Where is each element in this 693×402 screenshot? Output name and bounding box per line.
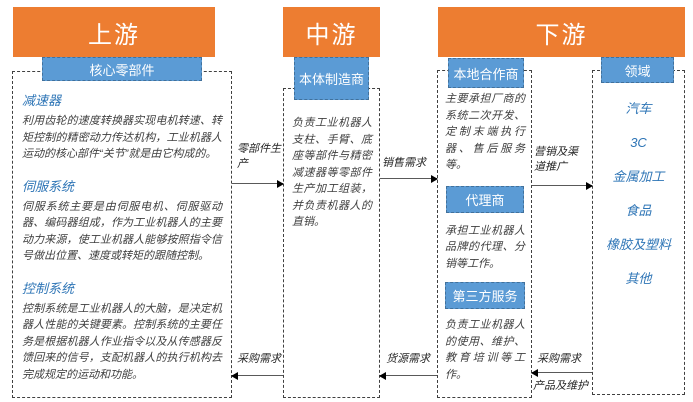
- sales-demand-arrow: [380, 174, 438, 183]
- products-maintenance-label: 产品及维护: [533, 380, 588, 392]
- agent-label: 代理商: [446, 185, 524, 213]
- core-components-label: 核心零部件: [42, 57, 202, 81]
- midstream-header: 中游: [283, 7, 380, 57]
- fields-box: [592, 70, 685, 395]
- upstream-box: 减速器 利用齿轮的速度转换器实现电机转速、转矩控制的精密动力传达机构，工业机器人…: [12, 71, 232, 398]
- marketing-arrow: [532, 181, 593, 190]
- servo-body: 伺服系统主要是由伺服电机、伺服驱动器、编码器组成，作为工业机器人的主要动力来源，…: [22, 200, 222, 263]
- third-party-body: 负责工业机器人的使用、维护、教育培训等工作。: [445, 319, 525, 381]
- control-section: 控制系统 控制系统是工业机器人的大脑，是决定机器人性能的关键要素。控制系统的主要…: [22, 278, 222, 384]
- third-party-service-label: 第三方服务: [445, 282, 525, 309]
- parts-production-arrow: [232, 179, 284, 188]
- servo-title: 伺服系统: [22, 178, 75, 194]
- reducer-body: 利用齿轮的速度转换器实现电机转速、转矩控制的精密动力传达机构，工业机器人运动的核…: [22, 115, 222, 160]
- fields-list: 汽车 3C 金属加工 食品 橡胶及塑料 其他: [592, 100, 685, 288]
- procurement-left-arrow: [231, 371, 283, 380]
- field-other: 其他: [625, 271, 652, 286]
- local-partner-label: 本地合作商: [448, 58, 524, 88]
- field-3c: 3C: [630, 135, 647, 150]
- supply-demand-label: 货源需求: [386, 353, 430, 365]
- parts-production-label: 零部件生产: [237, 143, 281, 170]
- supply-demand-arrow: [379, 371, 437, 380]
- servo-section: 伺服系统 伺服系统主要是由伺服电机、伺服驱动器、编码器组成，作为工业机器人的主要…: [22, 176, 222, 265]
- midstream-box: 负责工业机器人支柱、手臂、底座等部件与精密减速器等零部件生产加工组装，并负责机器…: [283, 88, 380, 398]
- field-rubber-plastics: 橡胶及塑料: [605, 237, 671, 252]
- field-automotive: 汽车: [625, 101, 652, 116]
- procurement-left-label: 采购需求: [237, 353, 281, 365]
- control-body: 控制系统是工业机器人的大脑，是决定机器人性能的关键要素。控制系统的主要任务是根据…: [22, 302, 222, 381]
- reducer-title: 减速器: [22, 93, 62, 108]
- field-metal-processing: 金属加工: [612, 169, 665, 184]
- local-partner-body: 主要承担厂商的系统二次开发、定制末端执行器、售后服务等。: [445, 93, 525, 171]
- downstream-partners-box: 主要承担厂商的系统二次开发、定制末端执行器、售后服务等。 代理商 承担工业机器人…: [437, 70, 532, 398]
- body-manufacturer-label: 本体制造商: [294, 57, 369, 100]
- fields-label: 领域: [601, 57, 674, 83]
- field-food: 食品: [625, 203, 652, 218]
- reducer-section: 减速器 利用齿轮的速度转换器实现电机转速、转矩控制的精密动力传达机构，工业机器人…: [22, 90, 222, 163]
- sales-demand-label: 销售需求: [382, 157, 426, 169]
- upstream-header: 上游: [13, 7, 215, 57]
- procurement-right-label: 采购需求: [537, 353, 581, 365]
- marketing-label: 营销及渠道推广: [534, 146, 578, 173]
- procurement-right-arrow: [531, 368, 592, 377]
- midstream-body: 负责工业机器人支柱、手臂、底座等部件与精密减速器等零部件生产加工组装，并负责机器…: [292, 117, 372, 228]
- agent-body: 承担工业机器人品牌的代理、分销等工作。: [445, 224, 525, 270]
- downstream-header: 下游: [438, 7, 685, 57]
- control-title: 控制系统: [22, 280, 75, 296]
